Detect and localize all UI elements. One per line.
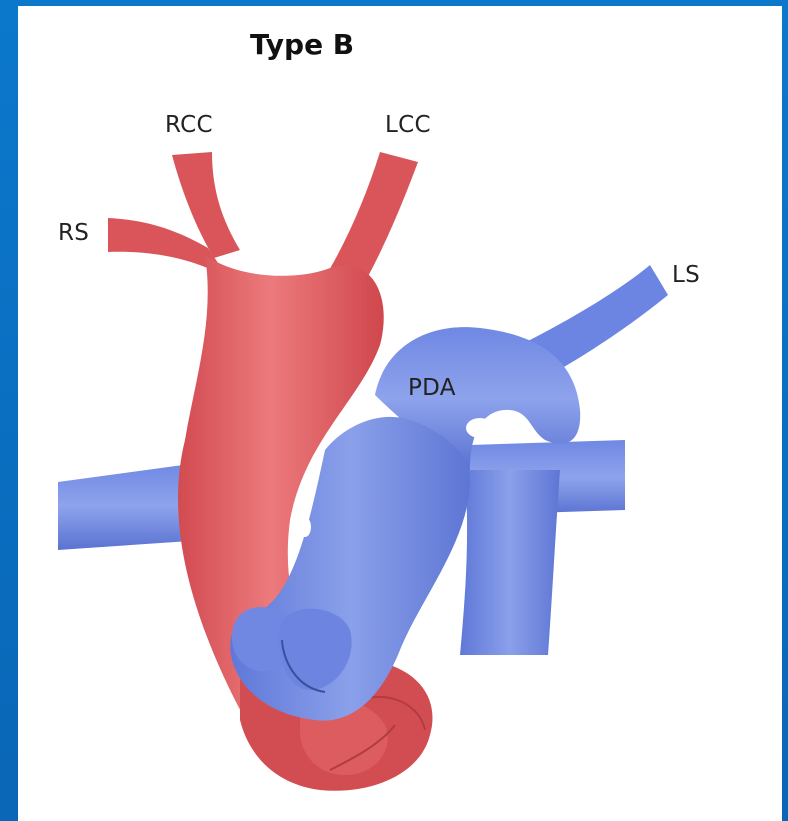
label-rcc: RCC [165,112,213,138]
label-pda: PDA [408,375,456,401]
label-lcc: LCC [385,112,431,138]
label-ls: LS [672,262,700,288]
vessel-gap [299,517,311,537]
figure-title: Type B [250,28,354,61]
label-rs: RS [58,220,89,246]
